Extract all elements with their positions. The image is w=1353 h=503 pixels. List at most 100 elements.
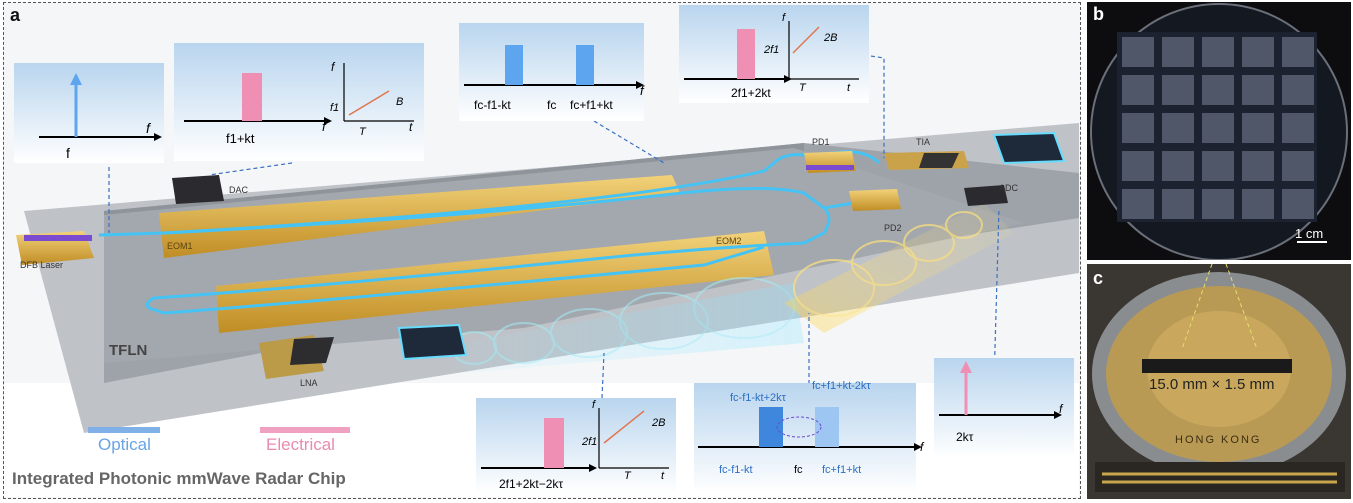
svg-text:f: f: [592, 399, 596, 411]
svg-text:TIA: TIA: [916, 137, 930, 147]
wafer-die: [1202, 113, 1234, 143]
legend-optical-label: Optical: [98, 435, 151, 454]
svg-text:ADC: ADC: [999, 183, 1019, 193]
panel-c-coin-photo: c 15.0 mm × 1.5 mm HONG KONG: [1087, 264, 1351, 499]
panel-c-label: c: [1093, 268, 1104, 288]
svg-text:fc+f1+kt-2kτ: fc+f1+kt-2kτ: [812, 380, 871, 392]
svg-text:f: f: [331, 60, 336, 74]
panel-a-label: a: [10, 5, 21, 25]
wafer-die: [1122, 113, 1154, 143]
wafer-die: [1202, 151, 1234, 181]
wafer-die: [1202, 75, 1234, 105]
wafer-die: [1122, 37, 1154, 67]
wafer-die: [1202, 37, 1234, 67]
wafer-die: [1282, 189, 1314, 219]
wafer-die: [1122, 189, 1154, 219]
legend-optical-swatch: [88, 427, 160, 433]
panel-b-wafer-photo: b 1 cm: [1087, 2, 1351, 260]
eom2-label: EOM2: [716, 236, 742, 246]
svg-text:f: f: [322, 119, 327, 134]
waveguide-loop: [145, 186, 831, 315]
svg-text:t: t: [409, 120, 413, 134]
spectrum-inset-4: 2f1+2kt 2B 2f1 T t f: [679, 5, 869, 103]
legend-electrical-label: Electrical: [266, 435, 335, 454]
svg-text:fc-f1-kt: fc-f1-kt: [719, 464, 753, 476]
svg-text:PD1: PD1: [812, 137, 830, 147]
figure-title: Integrated Photonic mmWave Radar Chip: [12, 469, 346, 488]
wafer-die: [1242, 189, 1274, 219]
svg-text:f: f: [640, 83, 645, 98]
svg-text:2f1: 2f1: [581, 436, 597, 448]
lna: LNA: [259, 335, 334, 388]
svg-text:f: f: [920, 440, 925, 454]
svg-text:f: f: [146, 120, 152, 136]
chip-on-coin: [1142, 359, 1292, 373]
rx-antenna-chip: [992, 131, 1066, 165]
svg-text:fc+f1+kt: fc+f1+kt: [822, 464, 861, 476]
svg-text:fc: fc: [547, 98, 556, 112]
svg-text:T: T: [799, 82, 807, 94]
spectrum-inset-2: f1+kt f f t T B f1: [174, 43, 424, 161]
dfb-laser: DFB Laser: [16, 231, 94, 270]
tfln-label: TFLN: [109, 342, 147, 359]
wafer-die: [1282, 113, 1314, 143]
eom1-label: EOM1: [167, 241, 193, 251]
rx-beam: [784, 203, 1014, 333]
wafer-die: [1162, 189, 1194, 219]
wafer-die: [1202, 189, 1234, 219]
svg-text:2B: 2B: [823, 32, 837, 44]
wafer-die: [1242, 37, 1274, 67]
tx-antenna-chip: [397, 323, 468, 361]
svg-text:fc+f1+kt: fc+f1+kt: [570, 98, 613, 112]
spectrum-inset-7: 2kτ f: [934, 358, 1074, 458]
tx-beam: [434, 277, 804, 373]
svg-text:t: t: [661, 470, 665, 482]
svg-text:LNA: LNA: [300, 378, 318, 388]
svg-text:DFB Laser: DFB Laser: [20, 260, 63, 270]
wafer-die: [1162, 37, 1194, 67]
svg-text:t: t: [847, 82, 851, 94]
wafer-die: [1162, 151, 1194, 181]
wafer-die: [1282, 151, 1314, 181]
spectrum-inset-5: 2f1+2kt−2kτ 2B 2f1 T t f: [476, 398, 676, 493]
svg-text:T: T: [624, 470, 632, 482]
dac-chip: DAC: [172, 175, 249, 204]
wafer-die: [1242, 75, 1274, 105]
svg-text:2f1+2kt−2kτ: 2f1+2kt−2kτ: [499, 477, 563, 491]
wafer-die: [1162, 75, 1194, 105]
chip-illustration: DFB Laser DAC EOM1 EOM2 PD1 TIA: [4, 5, 1079, 497]
wafer-die: [1162, 113, 1194, 143]
coin-text: HONG KONG: [1175, 434, 1262, 446]
pd1: PD1: [804, 137, 856, 173]
spectrum-inset-1: f f: [14, 63, 164, 163]
legend-electrical-swatch: [260, 427, 350, 433]
svg-text:f: f: [782, 12, 786, 24]
wafer-die: [1122, 75, 1154, 105]
svg-text:fc-f1-kt+2kτ: fc-f1-kt+2kτ: [730, 392, 787, 404]
svg-text:PD2: PD2: [884, 223, 902, 233]
svg-text:2f1+2kt: 2f1+2kt: [731, 86, 771, 100]
panel-a: DFB Laser DAC EOM1 EOM2 PD1 TIA: [3, 2, 1081, 499]
svg-text:f: f: [66, 145, 70, 161]
wafer-die: [1242, 113, 1274, 143]
tia: TIA: [884, 137, 969, 170]
spectrum-inset-6: fc-f1-kt+2kτ fc+f1+kt-2kτ fc-f1-kt fc fc…: [694, 380, 925, 493]
wafer-die: [1122, 151, 1154, 181]
pd2: PD2: [849, 189, 902, 233]
svg-text:fc-f1-kt: fc-f1-kt: [474, 98, 511, 112]
svg-text:2f1: 2f1: [763, 44, 779, 56]
wafer-die: [1242, 151, 1274, 181]
svg-text:fc: fc: [794, 464, 803, 476]
wafer-die: [1282, 37, 1314, 67]
svg-text:f: f: [1059, 402, 1064, 416]
svg-text:B: B: [396, 96, 403, 108]
svg-text:f1+kt: f1+kt: [226, 131, 255, 146]
svg-text:DAC: DAC: [229, 185, 249, 195]
chip-size-label: 15.0 mm × 1.5 mm: [1149, 376, 1275, 393]
svg-text:f1: f1: [330, 102, 339, 114]
svg-text:2kτ: 2kτ: [956, 430, 974, 444]
wafer-die: [1282, 75, 1314, 105]
svg-text:2B: 2B: [651, 417, 665, 429]
adc: ADC: [964, 183, 1019, 206]
